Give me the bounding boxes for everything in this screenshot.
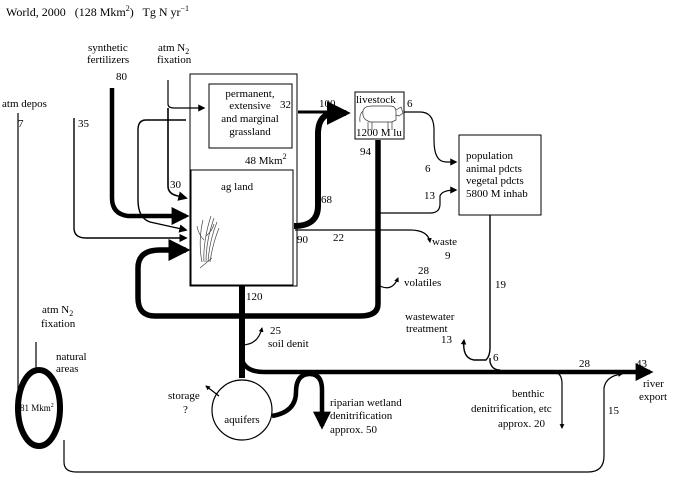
storage-label: storage (168, 390, 200, 402)
livestock-label: livestock (356, 94, 396, 106)
input-35-value: 35 (78, 118, 90, 130)
ag-fixation-value: 30 (170, 179, 182, 191)
benthic-denit-flow (552, 371, 565, 429)
synthetic-fertilizer-flow (109, 88, 190, 225)
synthetic-label-2: fertilizers (87, 54, 129, 66)
livestock-count: 1200 M lu (356, 127, 402, 139)
riparian-label-1: riparian wetland (330, 397, 402, 409)
benthic-label-2: denitrification, etc (471, 403, 552, 415)
atm-depos-label: atm depos (2, 98, 47, 110)
storage-question: ? (183, 404, 188, 416)
waste-flow (295, 229, 432, 243)
flow-6-top: 6 (407, 98, 413, 110)
ag-land-label: ag land (221, 181, 254, 193)
population-label-2: animal pdcts (466, 163, 522, 175)
natural-label-2: areas (56, 363, 79, 375)
soil-denit-label: soil denit (268, 338, 309, 350)
natural-fixation-label-2: fixation (41, 318, 76, 330)
flow-32: 32 (280, 99, 291, 111)
flow-120: 120 (246, 291, 263, 303)
natural-area-label: 81 Mkm2 (20, 403, 54, 413)
benthic-label-1: benthic (512, 388, 544, 400)
grass-fixation-flow (167, 80, 206, 112)
river-flow (239, 359, 654, 381)
flow-28-river: 28 (579, 358, 591, 370)
wastewater-flow (460, 215, 491, 361)
natural-areas-ellipse (15, 367, 63, 449)
flow-100: 100 (319, 98, 336, 110)
riparian-label-3: approx. 50 (330, 424, 378, 436)
soil-denit-value: 25 (270, 325, 282, 337)
riparian-label-2: denitrification (330, 410, 393, 422)
flow-22: 22 (333, 232, 344, 244)
population-label-4: 5800 M inhab (466, 188, 528, 200)
river-export-2: export (639, 391, 667, 403)
ag-land-box (190, 169, 294, 286)
benthic-label-3: approx. 20 (498, 418, 546, 430)
wastewater-value: 13 (441, 334, 453, 346)
wastewater-label-1: wastewater (405, 311, 455, 323)
flow-68: 68 (321, 194, 333, 206)
flow-90: 90 (297, 234, 309, 246)
manure-recycle-flow (135, 239, 381, 319)
livestock-to-population-flow (404, 111, 458, 166)
population-label-1: population (466, 150, 514, 162)
recycle-grass-flow (137, 119, 188, 233)
synthetic-value: 80 (116, 71, 128, 83)
waste-label: waste (432, 236, 457, 248)
diagram-title: World, 2000 (128 Mkm2) Tg N yr−1 (6, 4, 189, 19)
flow-15: 15 (608, 405, 620, 417)
ag-fixation-flow (167, 108, 188, 201)
wastewater-label-2: treatment (406, 323, 448, 335)
grassland-label-4: grassland (229, 126, 271, 138)
flow-6-pop: 6 (425, 163, 431, 175)
flow-94: 94 (360, 146, 372, 158)
natural-fixation-label-1: atm N2 (42, 304, 73, 318)
volatiles-label: volatiles (404, 277, 441, 289)
flow-19: 19 (495, 279, 507, 291)
atm-depos-value: 7 (18, 118, 24, 130)
atm-n2-label: atm N2 (158, 42, 189, 56)
wheat-plant-icon (196, 215, 220, 269)
crops-to-population-flow (378, 186, 458, 214)
waste-value: 9 (445, 250, 451, 262)
river-export-1: river (643, 378, 664, 390)
flow-13-pop: 13 (424, 190, 436, 202)
natural-label-1: natural (56, 351, 87, 363)
volatiles-flow (377, 277, 399, 289)
volatiles-value: 28 (418, 265, 430, 277)
area-label: 48 Mkm2 (245, 152, 287, 167)
natural-to-river-flow (63, 372, 623, 473)
synthetic-label-1: synthetic (88, 42, 128, 54)
atm-n2-label-2: fixation (157, 54, 192, 66)
grassland-label-3: and marginal (221, 113, 279, 125)
input-35-flow (73, 118, 188, 243)
population-box (458, 134, 542, 216)
flow-6-bottom: 6 (493, 352, 499, 364)
aquifers-label: aquifers (224, 414, 259, 426)
storage-flow (205, 385, 220, 397)
grassland-box (208, 83, 293, 149)
riparian-flow (271, 371, 331, 430)
grassland-label-2: extensive (229, 100, 271, 112)
aquifers-circle (211, 379, 273, 441)
population-label-3: vegetal pdcts (466, 175, 524, 187)
grassland-label-1: permanent, (225, 88, 274, 100)
cow-icon (359, 105, 404, 130)
flow-43-river: 43 (636, 358, 648, 370)
ag-to-livestock-flow (293, 101, 351, 229)
